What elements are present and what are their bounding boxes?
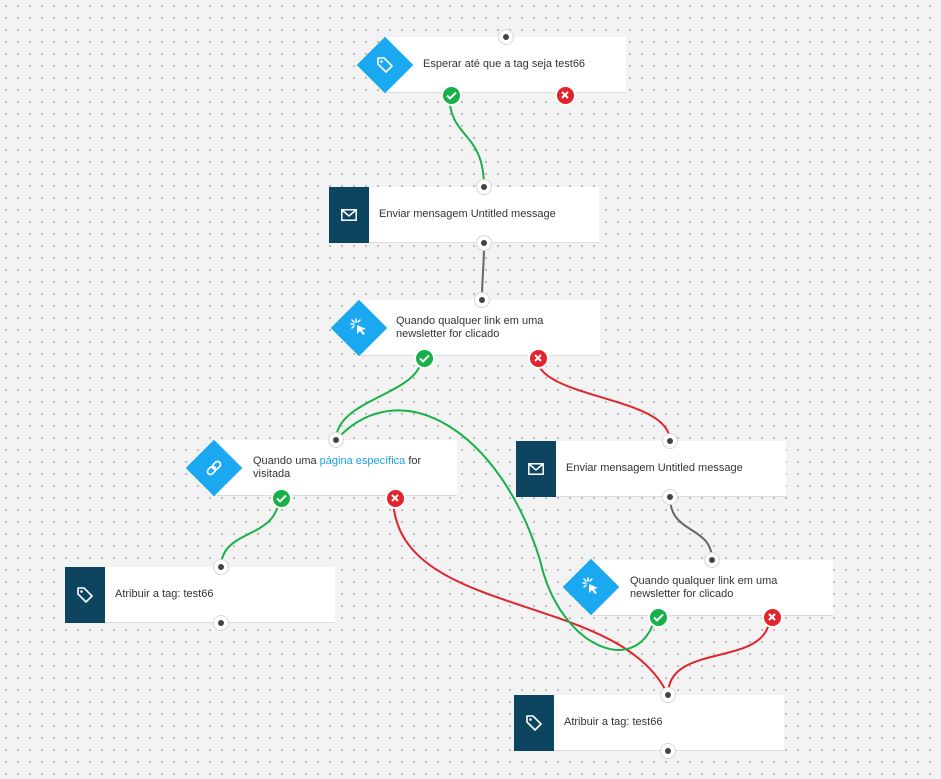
tag-icon (514, 695, 554, 751)
output-port[interactable] (663, 490, 677, 504)
wire-send1-to-linkclick1 (481, 242, 485, 301)
node-label: Quando qualquer link em uma newsletter f… (630, 574, 778, 600)
no-output-x-icon[interactable] (554, 84, 576, 106)
yes-output-check-icon[interactable] (270, 487, 292, 509)
tag-icon (65, 567, 105, 623)
no-output-x-icon[interactable] (527, 347, 549, 369)
wire-wait-yes-to-send1 (448, 92, 485, 188)
input-port[interactable] (214, 560, 228, 574)
node-link-click-2[interactable]: Quando qualquer link em uma newsletter f… (592, 560, 833, 616)
node-label: Atribuir a tag: test66 (564, 716, 663, 728)
envelope-icon (516, 441, 556, 497)
node-wait-tag[interactable]: Esperar até que a tag seja test66 (385, 37, 626, 93)
node-label: Quando uma página específica for visitad… (253, 440, 441, 495)
output-port[interactable] (477, 236, 491, 250)
wire-send2-to-linkclick2 (669, 496, 713, 561)
output-port[interactable] (661, 744, 675, 758)
pointer-click-icon (330, 299, 388, 357)
input-port[interactable] (663, 434, 677, 448)
node-label: Atribuir a tag: test66 (115, 588, 214, 600)
input-port[interactable] (477, 180, 491, 194)
wire-linkclick1-yes-to-pagevisit (335, 355, 423, 441)
node-label: Enviar mensagem Untitled message (379, 208, 556, 220)
input-port[interactable] (499, 30, 513, 44)
node-label: Enviar mensagem Untitled message (566, 462, 743, 474)
input-port[interactable] (475, 293, 489, 307)
specific-page-link[interactable]: página específica (319, 455, 406, 467)
node-assign-tag-1[interactable]: Atribuir a tag: test66 (65, 567, 335, 623)
node-assign-tag-2[interactable]: Atribuir a tag: test66 (514, 695, 784, 751)
label-text-after: for visitada (253, 455, 422, 480)
wire-linkclick1-no-to-send2 (535, 355, 671, 442)
node-link-click-1[interactable]: Quando qualquer link em uma newsletter f… (360, 300, 600, 356)
tag-icon (356, 36, 414, 94)
wire-pagevisit-yes-to-assign1 (220, 495, 280, 568)
pointer-click-icon (562, 558, 620, 616)
link-icon (185, 439, 243, 497)
input-port[interactable] (661, 688, 675, 702)
input-port[interactable] (705, 553, 719, 567)
envelope-icon (329, 187, 369, 243)
yes-output-check-icon[interactable] (413, 347, 435, 369)
label-text-before: Quando uma (253, 455, 317, 467)
node-label: Quando qualquer link em uma newsletter f… (396, 314, 544, 340)
input-port[interactable] (329, 433, 343, 447)
node-page-visit[interactable]: Quando uma página específica for visitad… (214, 440, 457, 496)
yes-output-check-icon[interactable] (440, 84, 462, 106)
node-send-message-2[interactable]: Enviar mensagem Untitled message (516, 441, 786, 497)
no-output-x-icon[interactable] (761, 606, 783, 628)
output-port[interactable] (214, 616, 228, 630)
wire-linkclick2-no-to-assign2 (667, 614, 771, 696)
node-label: Esperar até que a tag seja test66 (423, 58, 586, 70)
yes-output-check-icon[interactable] (647, 606, 669, 628)
no-output-x-icon[interactable] (384, 487, 406, 509)
node-send-message-1[interactable]: Enviar mensagem Untitled message (329, 187, 599, 243)
